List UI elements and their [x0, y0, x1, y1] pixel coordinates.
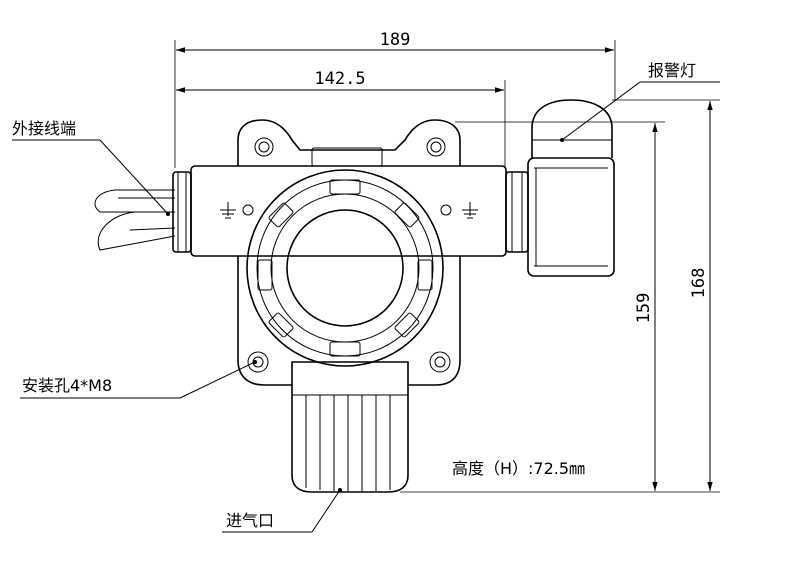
- alarm-light-text: 报警灯: [648, 61, 696, 80]
- dimension-189-text: 189: [380, 30, 411, 50]
- dimension-159-text: 159: [634, 293, 654, 324]
- dimension-overall-height: 168: [400, 99, 720, 493]
- label-mounting-holes: 安装孔4*M8: [20, 360, 257, 399]
- external-terminal-text: 外接线端: [12, 119, 76, 138]
- dimension-body-height: 159: [455, 121, 665, 491]
- label-alarm-light: 报警灯: [560, 61, 720, 142]
- label-gas-inlet: 进气口: [222, 488, 342, 533]
- cable: [94, 189, 176, 251]
- gas-inlet-text: 进气口: [226, 511, 274, 530]
- ground-symbol-right: [462, 202, 478, 219]
- sensor-head: [291, 385, 409, 493]
- front-cover: [246, 169, 444, 367]
- dimension-142-5-text: 142.5: [314, 69, 365, 89]
- mounting-holes-text: 安装孔4*M8: [22, 376, 112, 395]
- label-external-terminal: 外接线端: [12, 119, 170, 216]
- housing: [190, 119, 507, 386]
- ground-symbol-left: [220, 202, 236, 219]
- dimension-total-width: 189: [174, 30, 616, 168]
- alarm-light-unit: [527, 99, 615, 277]
- left-cable-gland: [172, 171, 192, 253]
- dimension-body-width: 142.5: [176, 69, 506, 168]
- dimension-168-text: 168: [689, 268, 709, 299]
- right-cable-gland: [505, 171, 529, 253]
- depth-note: 高度（H）:72.5㎜: [452, 459, 585, 478]
